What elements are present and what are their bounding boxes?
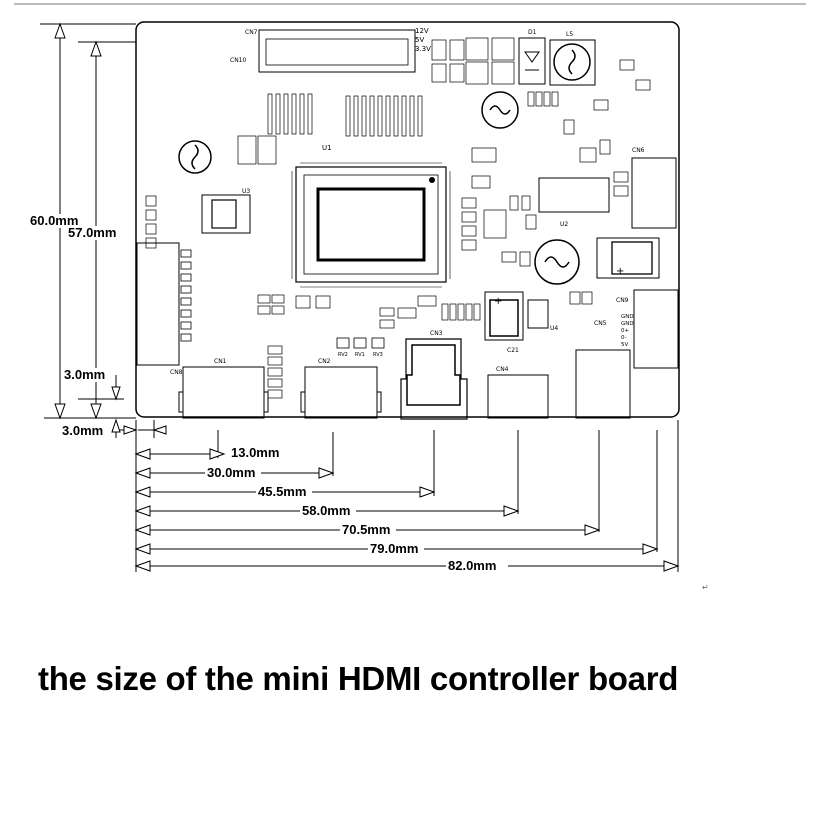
svg-text:C21: C21	[507, 347, 519, 354]
svg-text:CN1: CN1	[214, 358, 227, 365]
svg-text:3.3V: 3.3V	[415, 45, 431, 53]
u1-label: U1	[322, 144, 332, 152]
svg-text:0-: 0-	[621, 335, 626, 341]
svg-text:5V: 5V	[415, 36, 424, 44]
dim-width-45-5: 45.5mm	[258, 484, 306, 499]
svg-text:5V: 5V	[621, 342, 628, 348]
main-chip	[295, 166, 447, 283]
dim-width-30: 30.0mm	[207, 465, 255, 480]
connector-cn4	[487, 374, 549, 419]
svg-text:CN2: CN2	[318, 358, 331, 365]
svg-text:U3: U3	[242, 188, 250, 195]
return-mark: ↵	[702, 583, 709, 592]
inductor-big	[534, 239, 580, 285]
inductor-l2	[481, 91, 519, 129]
power-labels: 12V 5V 3.3V	[415, 27, 431, 53]
svg-text:+: +	[494, 296, 502, 307]
svg-text:U2: U2	[560, 221, 568, 228]
svg-text:CN6: CN6	[632, 147, 645, 154]
svg-text:CN7: CN7	[245, 29, 258, 36]
svg-text:L5: L5	[566, 31, 573, 38]
inductor-l5	[549, 39, 596, 86]
svg-text:CN3: CN3	[430, 330, 443, 337]
potentiometers	[336, 337, 385, 349]
svg-text:U4: U4	[550, 325, 558, 332]
svg-text:GND: GND	[621, 321, 634, 327]
arrowheads	[54, 22, 680, 572]
connector-cn6	[631, 157, 677, 229]
small-components	[145, 37, 651, 399]
dim-width-82: 82.0mm	[448, 558, 496, 573]
dim-height-57: 57.0mm	[68, 225, 116, 240]
svg-text:+: +	[616, 266, 624, 277]
svg-text:CN8: CN8	[170, 369, 183, 376]
svg-text:CN4: CN4	[496, 366, 509, 373]
dim-width-79: 79.0mm	[370, 541, 418, 556]
connector-cn7	[258, 29, 416, 73]
connector-cn8	[136, 242, 180, 366]
svg-text:CN9: CN9	[616, 297, 629, 304]
caption: the size of the mini HDMI controller boa…	[38, 660, 679, 697]
board-outline	[135, 21, 680, 418]
dimension-labels: 60.0mm 57.0mm 3.0mm 3.0mm 13.0mm 30.0mm …	[28, 213, 508, 573]
svg-text:RV3: RV3	[373, 352, 383, 358]
svg-text:RV1: RV1	[355, 352, 365, 358]
dim-width-70-5: 70.5mm	[342, 522, 390, 537]
connector-cn9	[633, 289, 679, 369]
dim-width-58: 58.0mm	[302, 503, 350, 518]
capacitor-c21	[484, 291, 524, 341]
connector-cn2	[304, 366, 378, 419]
dim-hole-x: 3.0mm	[62, 423, 103, 438]
dim-height-60: 60.0mm	[30, 213, 78, 228]
svg-text:0+: 0+	[621, 328, 629, 334]
svg-text:GND: GND	[621, 314, 634, 320]
svg-text:CN10: CN10	[230, 57, 246, 64]
dim-hole-y: 3.0mm	[64, 367, 105, 382]
connector-cn1	[182, 366, 265, 419]
svg-text:12V: 12V	[415, 27, 429, 35]
svg-text:D1: D1	[528, 29, 537, 36]
connector-cn5	[575, 349, 631, 419]
connector-cn3	[400, 338, 468, 420]
dim-width-13: 13.0mm	[231, 445, 279, 460]
svg-text:CN5: CN5	[594, 320, 607, 327]
svg-text:RV2: RV2	[338, 352, 348, 358]
